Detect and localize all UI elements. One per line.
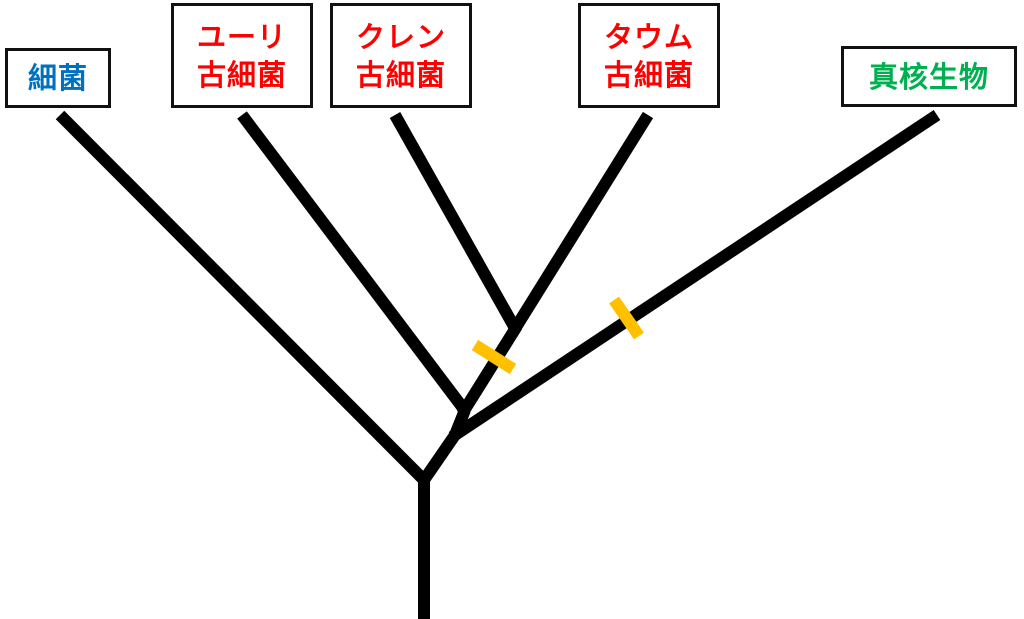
leaf-label-bacteria: 細菌 bbox=[5, 48, 111, 108]
leaf-label-text: タウム bbox=[603, 19, 694, 54]
leaf-label-euryarchaeota: ユーリ 古細菌 bbox=[171, 3, 313, 108]
branch-euryarchaeota bbox=[237, 111, 471, 416]
marker-eukaryote bbox=[609, 296, 644, 340]
leaf-label-text: 細菌 bbox=[27, 61, 88, 95]
marker-tack-stem bbox=[471, 339, 517, 375]
leaf-label-text: 真核生物 bbox=[868, 59, 989, 94]
leaf-label-text: クレン bbox=[355, 19, 446, 54]
branch-TACK-stem bbox=[456, 322, 523, 418]
branch-thaumarchaeota bbox=[507, 111, 654, 336]
leaf-label-text: 古細菌 bbox=[196, 57, 287, 92]
branch-bacteria bbox=[55, 110, 429, 485]
leaf-label-text: ユーリ bbox=[196, 19, 287, 54]
leaf-label-eukaryote: 真核生物 bbox=[841, 46, 1017, 107]
leaf-label-crenarchaeota: クレン 古細菌 bbox=[330, 3, 472, 108]
branch-crenarchaeota bbox=[389, 112, 522, 333]
leaf-label-text: 古細菌 bbox=[355, 57, 446, 92]
branch-eukaryote bbox=[448, 110, 941, 442]
branch-archaea-eukaryote-stem bbox=[419, 431, 460, 484]
leaf-label-text: 古細菌 bbox=[603, 57, 694, 92]
leaf-label-thaumarchaeota: タウム 古細菌 bbox=[578, 3, 720, 108]
